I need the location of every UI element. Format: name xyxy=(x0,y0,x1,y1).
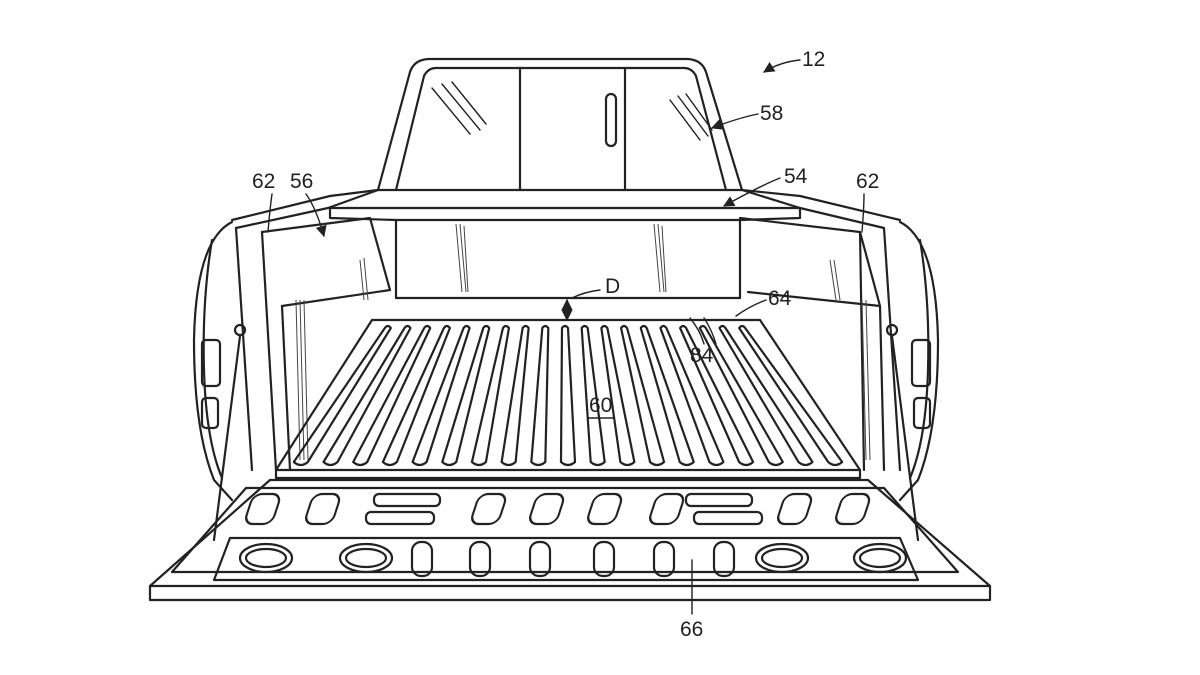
floor-rib xyxy=(322,324,412,467)
floor-rib xyxy=(698,324,784,467)
label-wall-edge: 64 xyxy=(768,287,792,310)
tailgate xyxy=(148,478,992,602)
floor-rib xyxy=(738,324,844,467)
label-sidewall: 56 xyxy=(290,170,313,193)
cup-holder xyxy=(754,542,810,574)
tailgate-lower-slot xyxy=(468,540,492,578)
tailgate-slot xyxy=(529,492,565,526)
cup-holder xyxy=(344,547,388,569)
floor-rib xyxy=(411,324,471,467)
right-sidewall xyxy=(738,188,940,542)
label-bed-rail-right: 62 xyxy=(856,170,879,193)
right-wall-shading xyxy=(829,259,871,461)
tailgate-bar xyxy=(372,492,442,508)
floor-rib xyxy=(659,324,725,467)
leaders xyxy=(267,59,865,615)
floor-rib xyxy=(292,324,392,467)
cup-holder xyxy=(244,547,288,569)
reference-labels: 12 58 54 62 56 62 D 64 84 60 66 xyxy=(252,48,879,641)
tailgate-slot xyxy=(587,492,623,526)
cup-holder xyxy=(858,547,902,569)
tailgate-lower-panel xyxy=(212,536,920,582)
floor-rib xyxy=(500,324,530,467)
bed-floor-ribs xyxy=(292,324,844,467)
floor-rib xyxy=(352,324,432,467)
wall-shading xyxy=(455,223,667,293)
tailgate-lower-slot xyxy=(592,540,616,578)
tailgate-lower-slot xyxy=(410,540,434,578)
floor-rib xyxy=(470,324,511,467)
cup-holder xyxy=(852,542,908,574)
label-rear-window: 58 xyxy=(760,102,783,125)
tailgate-slot xyxy=(835,492,871,526)
floor-rib xyxy=(441,324,491,467)
label-gap-d: D xyxy=(605,275,620,298)
cup-holder xyxy=(238,542,294,574)
tailgate-lower-slot xyxy=(712,540,736,578)
tailgate-slot xyxy=(245,492,281,526)
cab-wall xyxy=(326,188,802,300)
floor-rib xyxy=(559,324,577,467)
bed-floor xyxy=(274,318,862,480)
tailgate-slot xyxy=(649,492,685,526)
tailgate-slot xyxy=(305,492,341,526)
floor-rib xyxy=(600,324,636,467)
floor-rib xyxy=(619,324,666,467)
tailgate-bar xyxy=(692,510,764,526)
floor-rib xyxy=(639,324,695,467)
floor-rib xyxy=(530,324,550,467)
label-tailgate: 66 xyxy=(680,618,703,641)
cup-holder xyxy=(338,542,394,574)
tailgate-slots xyxy=(212,492,920,582)
label-bed-rail-left: 62 xyxy=(252,170,275,193)
label-vehicle: 12 xyxy=(802,48,825,71)
left-wall-shading xyxy=(295,257,369,461)
window-glare xyxy=(431,81,713,141)
label-bed-floor: 60 xyxy=(589,394,612,417)
tailgate-lower-slot xyxy=(652,540,676,578)
tailgate-slot xyxy=(471,492,507,526)
label-ribs: 84 xyxy=(690,344,714,367)
cup-holder xyxy=(760,547,804,569)
floor-rib xyxy=(580,324,606,467)
cab xyxy=(376,57,744,192)
tailgate-lower-slot xyxy=(528,540,552,578)
label-cab-wall: 54 xyxy=(784,165,808,188)
floor-rib xyxy=(679,324,755,467)
tailgate-slot xyxy=(777,492,813,526)
tailgate-bar xyxy=(364,510,436,526)
tailgate-bar xyxy=(684,492,754,508)
floor-rib xyxy=(718,324,814,467)
floor-rib xyxy=(381,324,451,467)
